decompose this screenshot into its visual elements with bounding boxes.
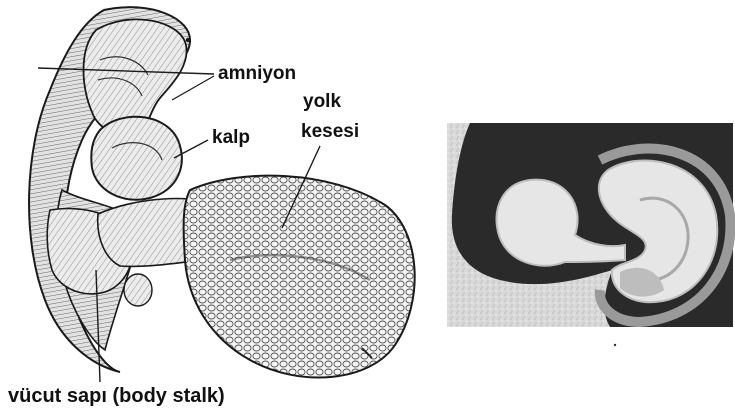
label-kalp: kalp [212,128,250,148]
leader-amniyon-2 [172,76,214,100]
embryo-photo [447,123,733,346]
label-amniyon: amniyon [218,64,296,84]
photo-dot [614,344,616,346]
yolk-sac [184,176,415,378]
label-body-stalk: vücut sapı (body stalk) [8,386,225,406]
label-kesesi: kesesi [301,122,359,142]
label-yolk: yolk [303,92,341,112]
heart [91,117,182,200]
stalk-knob [124,274,152,306]
leader-dot [186,38,190,42]
